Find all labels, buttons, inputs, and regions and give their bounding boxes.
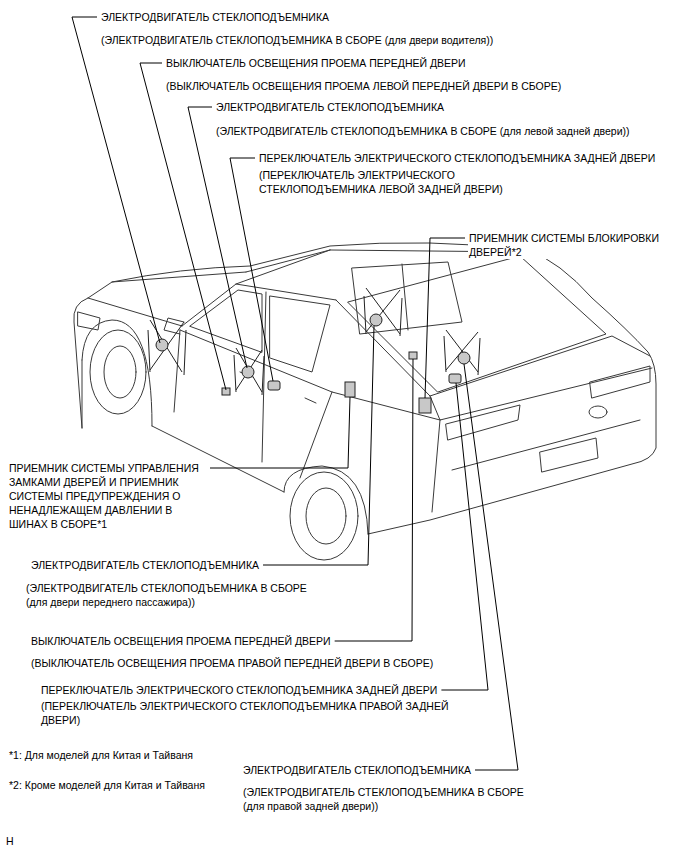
- courtesy-switch: [409, 352, 417, 359]
- part-name: ПРИЕМНИК СИСТЕМЫ УПРАВЛЕНИЯ ЗАМКАМИ ДВЕР…: [8, 461, 210, 531]
- rear-face: [432, 420, 640, 512]
- front-fascia: [82, 360, 83, 428]
- window-switch: [268, 381, 280, 390]
- figure-code: H: [5, 834, 15, 848]
- leader-line: [263, 326, 374, 565]
- part-description: (ЭЛЕКТРОДВИГАТЕЛЬ СТЕКЛОПОДЪЕМНИКА В СБО…: [25, 581, 332, 609]
- part-description: (ЭЛЕКТРОДВИГАТЕЛЬ СТЕКЛОПОДЪЕМНИКА В СБО…: [242, 785, 549, 813]
- part-description: (ВЫКЛЮЧАТЕЛЬ ОСВЕЩЕНИЯ ПРОЕМА ПРАВОЙ ПЕР…: [30, 656, 434, 670]
- part-name: ЭЛЕКТРОДВИГАТЕЛЬ СТЕКЛОПОДЪЕМНИКА: [242, 763, 472, 777]
- part-name: ЭЛЕКТРОДВИГАТЕЛЬ СТЕКЛОПОДЪЕМНИКА: [215, 100, 445, 114]
- part-name: ВЫКЛЮЧАТЕЛЬ ОСВЕЩЕНИЯ ПРОЕМА ПЕРЕДНЕЙ ДВ…: [30, 634, 332, 648]
- door-line: [174, 292, 332, 478]
- window-switch: [449, 374, 461, 383]
- leader-line: [203, 397, 350, 468]
- wheel-arch: [82, 320, 152, 426]
- far-window: [352, 262, 462, 334]
- window-motor: [458, 352, 470, 364]
- emblem: [589, 406, 607, 418]
- part-name: ПРИЕМНИК СИСТЕМЫ БЛОКИРОВКИ ДВЕРЕЙ*2: [468, 231, 680, 259]
- headlight: [78, 312, 100, 330]
- license-plate: [540, 438, 598, 472]
- leader-line: [72, 17, 160, 343]
- rear-door-window: [270, 296, 330, 372]
- part-description: (ПЕРЕКЛЮЧАТЕЛЬ ЭЛЕКТРИЧЕСКОГО СТЕКЛОПОДЪ…: [40, 699, 467, 727]
- front-wheel-rim: [104, 346, 136, 398]
- leader-line: [188, 107, 247, 368]
- parts: [148, 288, 480, 413]
- window-regulator: [234, 348, 264, 395]
- window-regulator: [444, 330, 480, 375]
- part-description: (ПЕРЕКЛЮЧАТЕЛЬ ЭЛЕКТРИЧЕСКОГО СТЕКЛОПОДЪ…: [258, 168, 530, 196]
- leader-line: [441, 383, 488, 690]
- part-description: (ЭЛЕКТРОДВИГАТЕЛЬ СТЕКЛОПОДЪЕМНИКА В СБО…: [215, 124, 631, 138]
- hood-line: [88, 272, 246, 326]
- rear-wheel: [290, 472, 358, 560]
- rear-window: [348, 256, 606, 392]
- part-name: ПЕРЕКЛЮЧАТЕЛЬ ЭЛЕКТРИЧЕСКОГО СТЕКЛОПОДЪЕ…: [40, 683, 438, 697]
- window-motor: [242, 366, 254, 378]
- windshield: [182, 250, 330, 326]
- part-name: ЭЛЕКТРОДВИГАТЕЛЬ СТЕКЛОПОДЪЕМНИКА: [30, 558, 260, 572]
- footnote: *1: Для моделей для Китая и Тайваня: [8, 748, 194, 762]
- window-regulator: [148, 320, 186, 375]
- c-pillar: [336, 300, 430, 396]
- part-description: (ВЫКЛЮЧАТЕЛЬ ОСВЕЩЕНИЯ ПРОЕМА ЛЕВОЙ ПЕРЕ…: [165, 79, 562, 93]
- rear-wheel-rim: [306, 488, 346, 544]
- window-motor: [370, 314, 382, 326]
- receiver: [345, 382, 355, 397]
- part-name: ВЫКЛЮЧАТЕЛЬ ОСВЕЩЕНИЯ ПРОЕМА ПЕРЕДНЕЙ ДВ…: [165, 56, 467, 70]
- leader-line: [464, 364, 518, 770]
- window-regulator: [364, 288, 402, 336]
- part-name: ЭЛЕКТРОДВИГАТЕЛЬ СТЕКЛОПОДЪЕМНИКА: [100, 10, 330, 24]
- receiver: [419, 398, 431, 413]
- tail-light: [446, 366, 650, 440]
- front-door-window: [190, 290, 262, 352]
- part-name: ПЕРЕКЛЮЧАТЕЛЬ ЭЛЕКТРИЧЕСКОГО СТЕКЛОПОДЪЕ…: [258, 151, 656, 165]
- window-motor: [156, 339, 168, 351]
- trunk-deck: [430, 336, 652, 420]
- belt-line: [180, 330, 440, 420]
- leader-line: [335, 359, 413, 641]
- leader-line: [140, 63, 226, 390]
- part-description: (ЭЛЕКТРОДВИГАТЕЛЬ СТЕКЛОПОДЪЕМНИКА В СБО…: [100, 33, 494, 47]
- footnote: *2: Кроме моделей для Китая и Тайваня: [8, 778, 206, 792]
- leader-line: [425, 238, 465, 398]
- front-wheel: [90, 330, 146, 414]
